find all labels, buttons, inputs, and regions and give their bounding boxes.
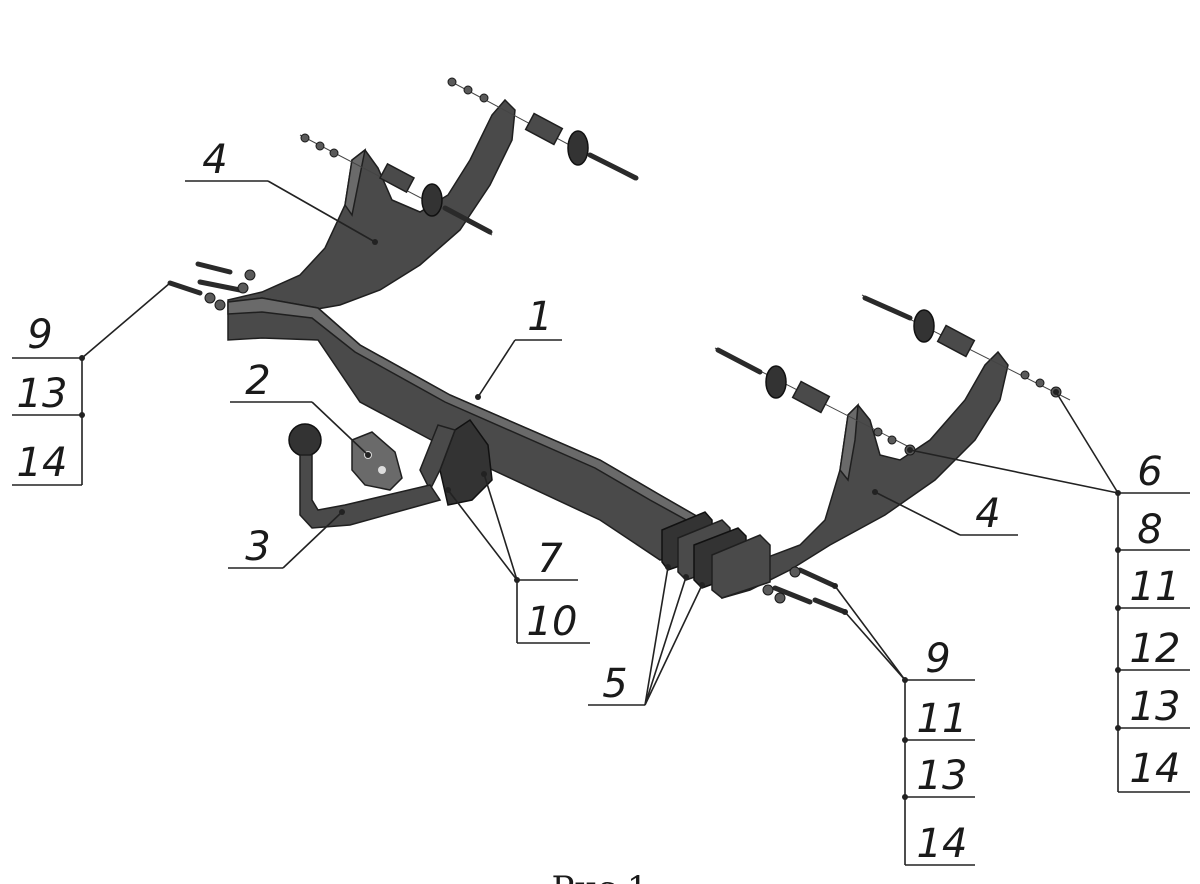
callout-4-left: 4 <box>185 137 378 245</box>
callout-7-10: 7 10 <box>445 471 590 645</box>
callout-right-stack: 6 8 11 12 13 14 <box>907 389 1190 793</box>
callout-right-13: 13 <box>1130 684 1181 730</box>
hitch-mount-plate <box>439 418 493 506</box>
callout-right-11: 11 <box>1130 564 1181 610</box>
callout-left-13: 13 <box>17 371 68 417</box>
callout-5-label: 5 <box>602 661 627 707</box>
left-bracket <box>227 98 516 323</box>
callout-bottom-stack: 9 11 13 14 <box>832 583 975 867</box>
callout-bottom-11: 11 <box>917 696 968 742</box>
figure-caption: Рис.1 <box>551 869 648 884</box>
callout-bottom-9: 9 <box>925 636 950 682</box>
tow-ball <box>288 423 322 457</box>
right-fasteners <box>762 566 848 615</box>
callout-3-label: 3 <box>245 524 270 570</box>
callout-2-label: 2 <box>245 358 270 404</box>
right-top-hardware <box>714 294 1071 456</box>
callout-right-12: 12 <box>1130 626 1181 672</box>
callout-4-left-label: 4 <box>202 137 227 183</box>
spacer-plates <box>661 511 771 599</box>
callout-left-9: 9 <box>27 312 52 358</box>
callout-5: 5 <box>588 564 705 707</box>
callout-bottom-14: 14 <box>917 821 968 867</box>
socket-plate <box>351 431 403 491</box>
right-bracket <box>719 350 1009 599</box>
right-bracket-edge <box>839 403 859 482</box>
callout-right-6: 6 <box>1137 449 1162 495</box>
callout-7-label: 7 <box>537 536 563 582</box>
callout-10-label: 10 <box>527 599 578 645</box>
callout-bottom-13: 13 <box>917 753 968 799</box>
callout-4-right-label: 4 <box>975 491 1000 537</box>
left-top-hardware <box>299 77 639 236</box>
callout-2: 2 <box>230 358 371 458</box>
callout-right-8: 8 <box>1137 507 1162 553</box>
callout-right-14: 14 <box>1130 746 1181 792</box>
left-fasteners <box>167 261 256 311</box>
callout-3: 3 <box>228 509 345 570</box>
tow-neck <box>299 454 442 529</box>
callout-1-label: 1 <box>527 294 552 340</box>
callout-1: 1 <box>475 294 562 400</box>
callout-left-stack: 9 13 14 <box>12 282 171 486</box>
callout-4-right: 4 <box>872 489 1018 537</box>
tow-hitch-assembly <box>167 77 1071 615</box>
callout-left-14: 14 <box>17 440 68 486</box>
